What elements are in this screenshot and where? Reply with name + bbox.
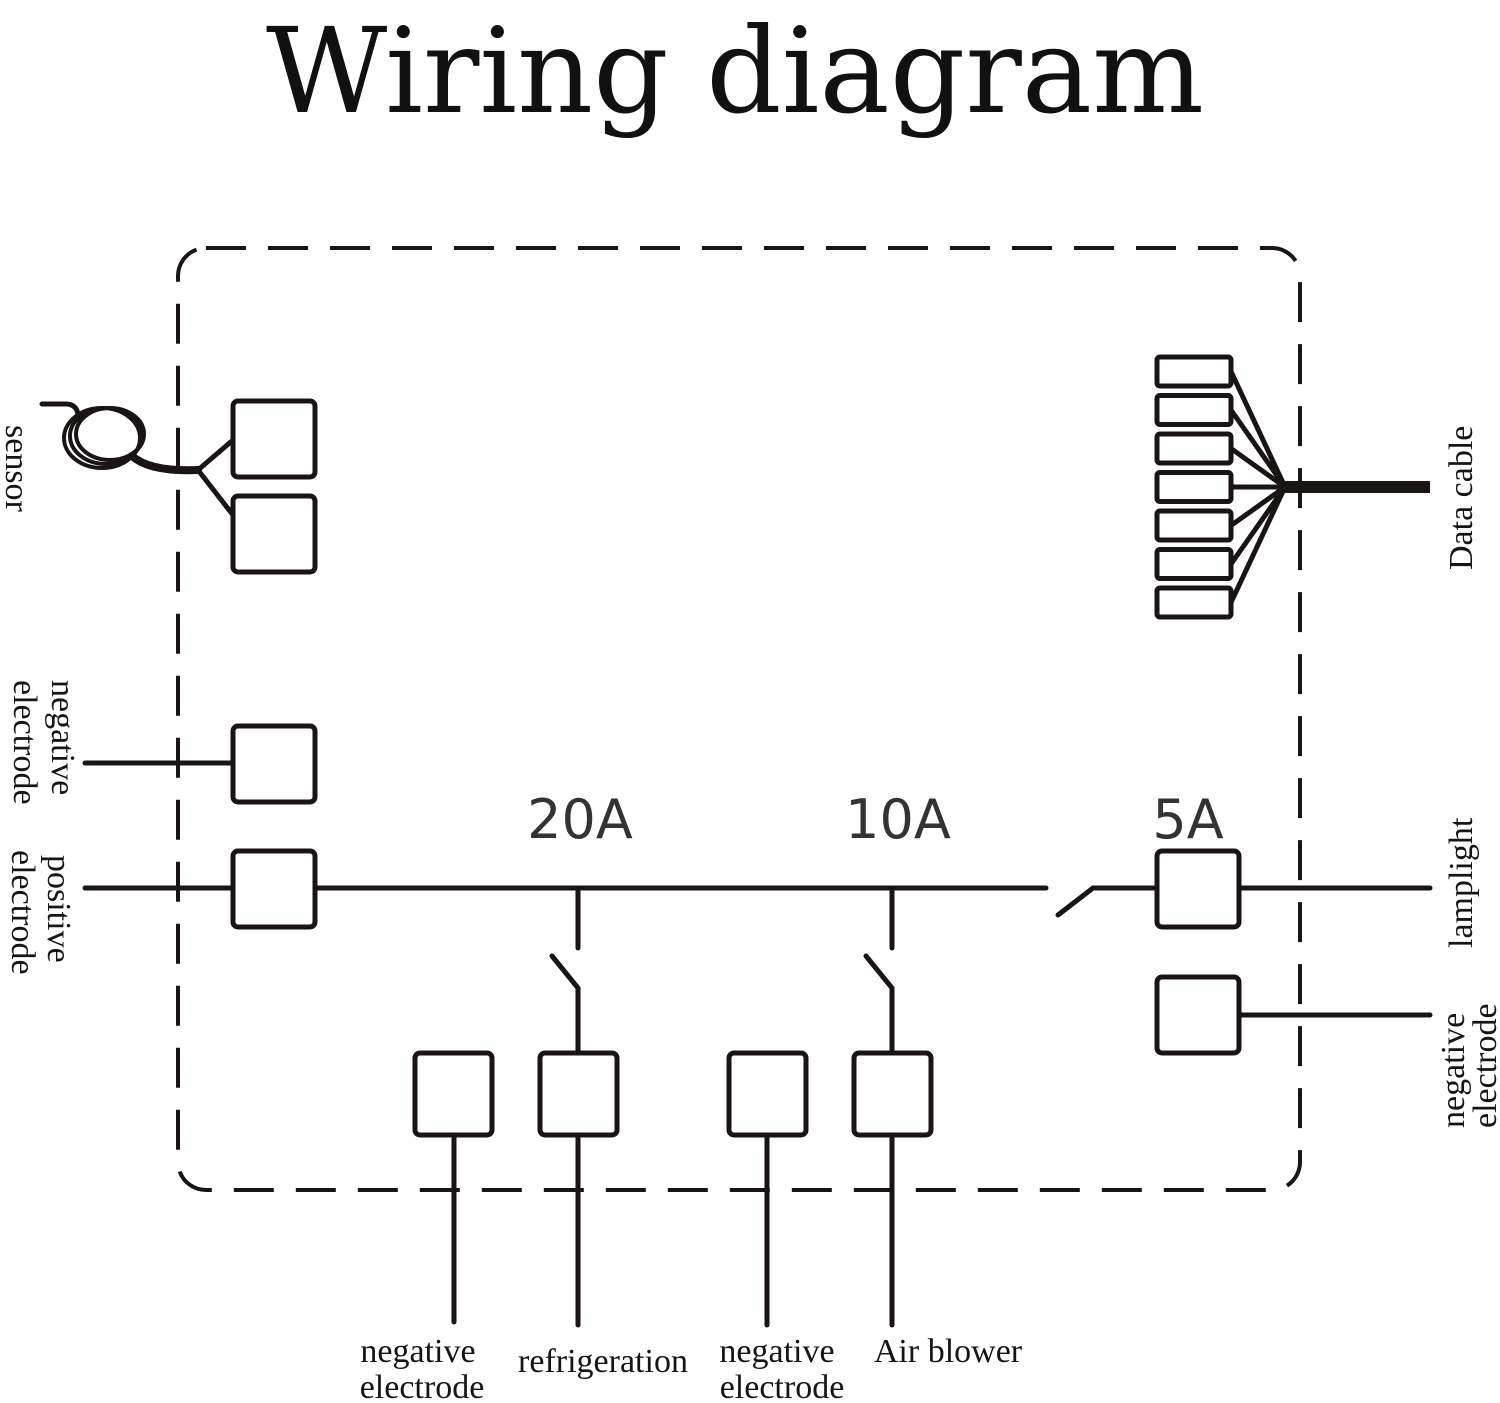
label-sensor: sensor <box>0 425 35 513</box>
negative-terminal-2 <box>726 1050 809 1138</box>
label-lamplight: lamplight <box>1443 817 1480 948</box>
label-right-negative-line2: electrode <box>1467 1003 1500 1128</box>
rating-5a: 5A <box>1152 788 1223 851</box>
sensor-fork <box>195 437 236 518</box>
lamplight-terminal <box>1154 848 1242 930</box>
blower-switch-icon <box>863 953 895 1056</box>
label-bottom-negative-1-line2: electrode <box>360 1369 485 1403</box>
sensor-terminal-1 <box>230 398 318 480</box>
label-left-positive-line1: positive <box>40 855 77 963</box>
label-bottom-negative-2-line2: electrode <box>720 1369 845 1403</box>
data-cable-terminal <box>1154 470 1234 504</box>
blower-terminal <box>851 1050 934 1138</box>
positive-input-terminal <box>230 848 318 930</box>
data-cable-terminal <box>1154 431 1234 466</box>
label-left-negative-line2: electrode <box>6 680 43 805</box>
data-cable-terminal <box>1154 393 1234 427</box>
right-negative-terminal <box>1154 974 1242 1056</box>
data-cable-strand <box>1228 484 1288 605</box>
controller-boundary <box>176 246 1302 1192</box>
sensor-coil-icon <box>39 401 202 475</box>
data-cable-terminal <box>1154 508 1234 543</box>
data-cable-strand <box>1228 484 1288 528</box>
diagram-title: Wiring diagram <box>266 2 1204 140</box>
data-cable-terminal <box>1154 547 1234 581</box>
lamplight-switch-icon <box>1055 885 1160 918</box>
data-cable-strand <box>1228 369 1288 490</box>
label-right-negative-line1: negative <box>1435 1013 1472 1128</box>
data-cable-terminal <box>1154 585 1234 620</box>
data-cable-strand <box>1228 407 1288 490</box>
label-refrigeration: refrigeration <box>518 1343 688 1380</box>
label-air-blower: Air blower <box>874 1333 1023 1370</box>
label-data-cable: Data cable <box>1443 426 1480 570</box>
refrigeration-switch-icon <box>549 953 581 1056</box>
negative-input-terminal <box>230 723 318 805</box>
rating-20a: 20A <box>527 788 633 851</box>
label-left-negative-line1: negative <box>44 680 81 795</box>
data-cable-terminal <box>1154 354 1234 389</box>
label-bottom-negative-2-line1: negative <box>719 1333 834 1370</box>
data-cable-strand <box>1228 484 1288 567</box>
label-bottom-negative-1-line1: negative <box>360 1333 475 1370</box>
data-cable-strand <box>1228 446 1288 490</box>
negative-terminal-1 <box>412 1050 495 1138</box>
rating-10a: 10A <box>845 788 951 851</box>
data-cable-terminals <box>1154 354 1288 620</box>
sensor-terminal-2 <box>230 493 318 575</box>
label-left-positive-line2: electrode <box>4 850 41 975</box>
refrigeration-terminal <box>537 1050 620 1138</box>
